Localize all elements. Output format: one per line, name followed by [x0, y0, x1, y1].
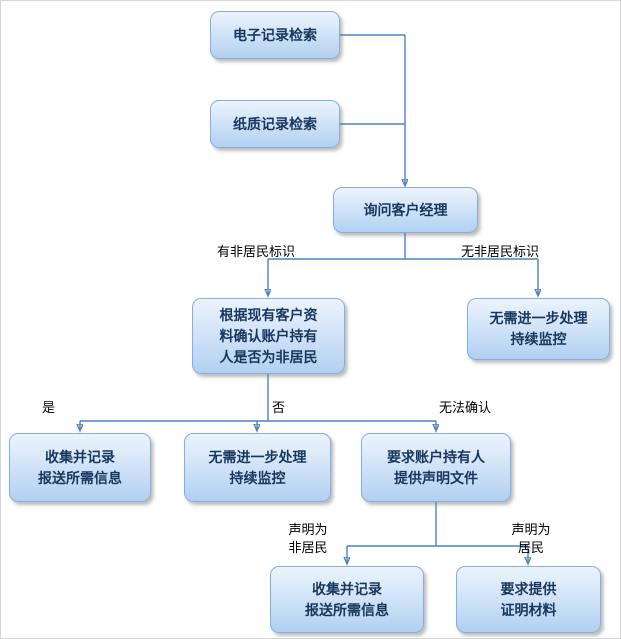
edge-label-declared-nonresident: 声明为 非居民: [288, 522, 328, 555]
edge-label-no: 否: [272, 400, 286, 415]
node-paper-record-search: 纸质记录检索: [210, 100, 340, 148]
node-label: 询问客户经理: [363, 201, 448, 218]
node-label: 要求提供 证明材料: [500, 580, 557, 618]
node-request-proof-materials: 要求提供 证明材料: [456, 566, 601, 633]
node-collect-record-info-2: 收集并记录 报送所需信息: [270, 566, 424, 633]
edge-label-has-nonresident-mark: 有非居民标识: [217, 244, 296, 259]
node-label: 收集并记录 报送所需信息: [305, 580, 389, 618]
node-label: 收集并记录 报送所需信息: [38, 448, 122, 486]
node-label: 无需进一步处理 持续监控: [489, 310, 588, 347]
edge-label-cannot-confirm: 无法确认: [439, 400, 492, 415]
node-collect-record-info-1: 收集并记录 报送所需信息: [9, 433, 151, 502]
node-request-declaration: 要求账户持有人 提供声明文件: [361, 433, 511, 502]
node-label: 根据现有客户资 料确认账户持有 人是否为非居民: [219, 306, 318, 365]
edge-label-yes: 是: [42, 400, 56, 415]
node-label: 电子记录检索: [233, 26, 317, 43]
node-confirm-nonresident: 根据现有客户资 料确认账户持有 人是否为非居民: [192, 298, 345, 374]
node-label: 要求账户持有人 提供声明文件: [387, 448, 485, 486]
node-label: 无需进一步处理 持续监控: [208, 448, 307, 486]
edge-label-declared-resident: 声明为 居民: [511, 522, 551, 555]
edge-label-no-nonresident-mark: 无非居民标识: [461, 244, 540, 259]
node-label: 纸质记录检索: [233, 115, 317, 132]
node-no-further-processing-1: 无需进一步处理 持续监控: [467, 298, 610, 360]
node-ask-account-manager: 询问客户经理: [333, 187, 478, 233]
node-no-further-processing-2: 无需进一步处理 持续监控: [184, 433, 331, 502]
node-electronic-record-search: 电子记录检索: [210, 11, 340, 59]
